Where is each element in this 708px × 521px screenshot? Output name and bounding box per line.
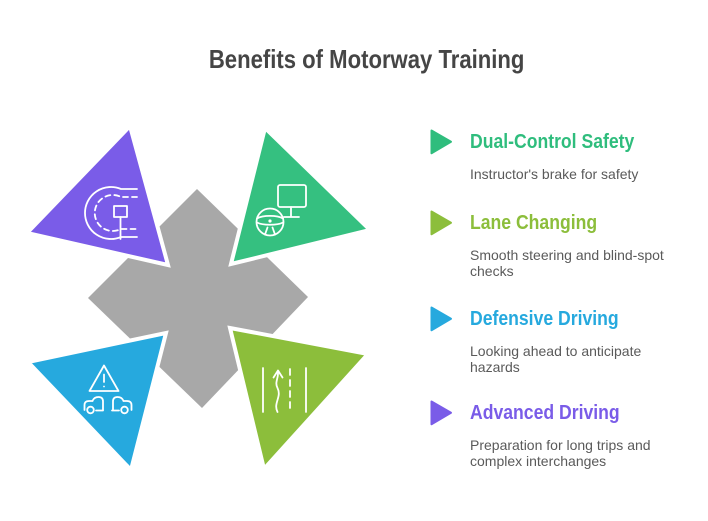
benefit-heading: Advanced Driving — [470, 401, 620, 424]
page-title-text: Benefits of Motorway Training — [209, 44, 525, 74]
benefit-heading: Dual-Control Safety — [470, 130, 635, 153]
segment-top-left — [23, 122, 171, 268]
segment-bottom-left — [24, 330, 169, 474]
curved-road-icon — [84, 186, 138, 240]
benefit-item-defensive-driving: Defensive Driving Looking ahead to antic… — [429, 305, 679, 375]
segment-top-right — [228, 124, 374, 267]
play-triangle-icon — [429, 209, 453, 237]
lane-change-markings-icon — [262, 367, 307, 413]
benefit-description: Preparation for long trips and complex i… — [470, 437, 651, 469]
segment-bottom-right — [227, 325, 372, 474]
play-triangle-icon — [429, 399, 453, 427]
cross-diagram — [23, 122, 374, 474]
benefit-heading-row: Dual-Control Safety — [429, 128, 679, 156]
page-title: Benefits of Motorway Training — [0, 44, 708, 75]
segment-triangle — [227, 325, 372, 474]
play-triangle-icon — [429, 128, 453, 156]
benefits-list: Dual-Control Safety Instructor's brake f… — [429, 128, 679, 496]
benefit-item-dual-control-safety: Dual-Control Safety Instructor's brake f… — [429, 128, 679, 182]
benefit-heading-row: Defensive Driving — [429, 305, 679, 333]
benefit-heading: Defensive Driving — [470, 307, 619, 330]
benefit-heading-row: Advanced Driving — [429, 399, 679, 427]
benefit-heading-row: Lane Changing — [429, 209, 679, 237]
benefit-description: Instructor's brake for safety — [470, 166, 639, 182]
steering-wheel-monitor-icon — [255, 184, 307, 237]
benefit-item-advanced-driving: Advanced Driving Preparation for long tr… — [429, 399, 679, 469]
benefit-item-lane-changing: Lane Changing Smooth steering and blind-… — [429, 209, 679, 279]
benefit-description: Looking ahead to anticipate hazards — [470, 343, 642, 375]
segment-triangle — [23, 122, 171, 268]
play-triangle-icon — [429, 305, 453, 333]
segment-triangle — [228, 124, 374, 267]
hazard-warning-cars-icon — [83, 364, 133, 415]
segment-triangle — [24, 330, 169, 474]
benefit-heading: Lane Changing — [470, 211, 598, 234]
benefit-description: Smooth steering and blind-spot checks — [470, 247, 664, 279]
